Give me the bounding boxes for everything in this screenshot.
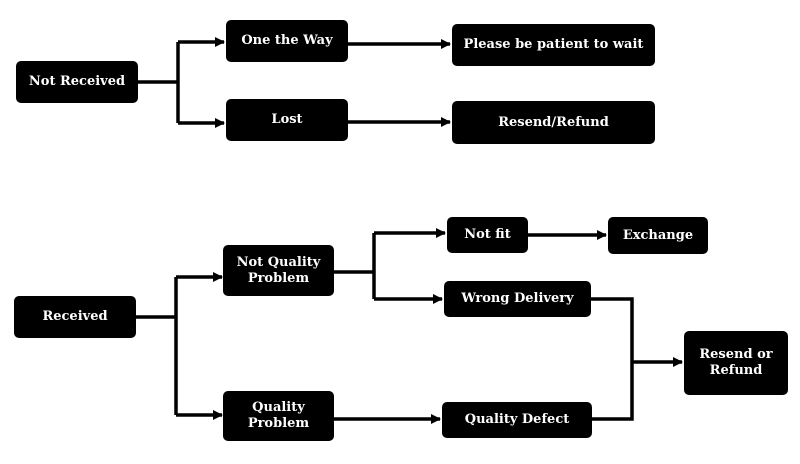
connector-merge bbox=[590, 297, 682, 421]
node-quality-problem: Quality Problem bbox=[223, 391, 334, 441]
node-not-quality-problem: Not Quality Problem bbox=[223, 245, 334, 296]
node-please-wait-label: Please be patient to wait bbox=[463, 37, 644, 52]
node-resend-or-refund-label: Resend or Refund bbox=[699, 347, 773, 378]
node-quality-problem-label: Quality Problem bbox=[247, 400, 310, 431]
connector-not-quality-split bbox=[333, 233, 376, 299]
node-received-label: Received bbox=[42, 309, 108, 324]
node-received: Received bbox=[14, 296, 136, 338]
node-not-fit: Not fit bbox=[447, 217, 528, 253]
node-not-received-label: Not Received bbox=[28, 74, 126, 89]
connector-not-received-split bbox=[138, 42, 180, 123]
node-resend-or-refund: Resend or Refund bbox=[684, 331, 788, 395]
node-resend-refund-top-label: Resend/Refund bbox=[498, 114, 609, 130]
node-wrong-delivery-label: Wrong Delivery bbox=[461, 291, 574, 306]
node-resend-refund-top: Resend/Refund bbox=[452, 101, 655, 144]
node-not-quality-problem-label: Not Quality Problem bbox=[236, 254, 321, 286]
node-quality-defect-label: Quality Defect bbox=[464, 412, 570, 427]
node-lost: Lost bbox=[226, 99, 348, 141]
node-exchange-label: Exchange bbox=[622, 227, 694, 243]
node-quality-defect: Quality Defect bbox=[442, 402, 592, 438]
connector-received-split bbox=[136, 277, 178, 415]
node-exchange: Exchange bbox=[608, 217, 708, 254]
node-not-fit-label: Not fit bbox=[464, 227, 511, 242]
node-lost-label: Lost bbox=[271, 112, 303, 127]
node-please-wait: Please be patient to wait bbox=[452, 24, 655, 66]
node-on-the-way-label: One the Way bbox=[241, 33, 333, 48]
node-not-received: Not Received bbox=[16, 61, 138, 103]
node-on-the-way: One the Way bbox=[226, 20, 348, 62]
node-wrong-delivery: Wrong Delivery bbox=[444, 281, 591, 317]
